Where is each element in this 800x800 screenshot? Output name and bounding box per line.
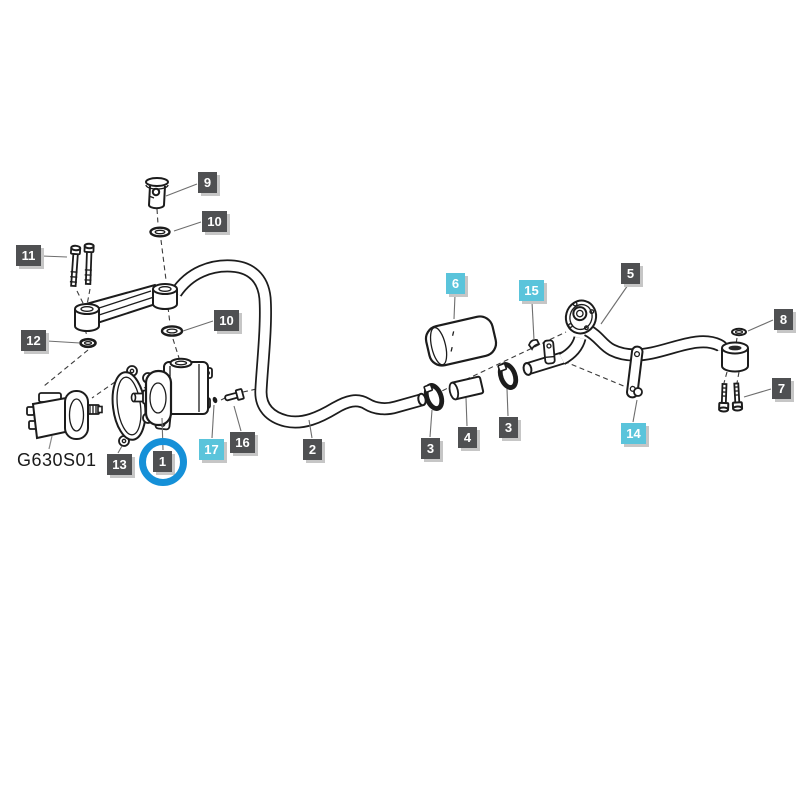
part-tag-8[interactable]: 8 — [774, 309, 793, 330]
part-tag-17[interactable]: 17 — [199, 439, 224, 460]
filter-canister — [424, 315, 498, 367]
hydraulic-pump — [130, 357, 213, 431]
part-tag-12[interactable]: 12 — [21, 330, 46, 351]
o-ring-left — [79, 337, 97, 349]
part-tag-2[interactable]: 2 — [303, 439, 322, 460]
part-tag-7[interactable]: 7 — [772, 378, 791, 399]
pipe-bracket-tab — [542, 339, 556, 365]
suction-pipe-and-hose — [74, 259, 427, 429]
boss-bolts — [718, 382, 744, 413]
part-tag-3-right[interactable]: 3 — [499, 417, 518, 438]
leader-lines — [41, 183, 774, 454]
part-tag-16[interactable]: 16 — [230, 432, 255, 453]
pipe-end-boss — [721, 341, 749, 373]
washer — [731, 327, 747, 337]
hose-clamp-right — [497, 362, 519, 390]
part-tag-5[interactable]: 5 — [621, 263, 640, 284]
part-tag-11[interactable]: 11 — [16, 245, 41, 266]
part-tag-3-left[interactable]: 3 — [421, 438, 440, 459]
pipe-clip — [527, 338, 541, 351]
part-tag-9[interactable]: 9 — [198, 172, 217, 193]
o-ring-middle — [160, 325, 184, 337]
shaft-pin — [224, 388, 245, 402]
shaft-key — [212, 396, 218, 404]
part-tag-4[interactable]: 4 — [458, 427, 477, 448]
connector-tube — [448, 375, 485, 401]
part-tag-6[interactable]: 6 — [446, 273, 465, 294]
filler-plug — [145, 177, 169, 210]
return-pipe-assembly — [522, 299, 749, 413]
part-tag-10-top[interactable]: 10 — [202, 211, 227, 232]
model-code-label: G630S01 — [17, 450, 97, 470]
mounting-bolts — [69, 242, 95, 288]
part-tag-15[interactable]: 15 — [519, 280, 544, 301]
pump-thumbnail — [26, 390, 103, 450]
hose-clamp-left — [423, 383, 445, 411]
part-tag-10-mid[interactable]: 10 — [214, 310, 239, 331]
highlight-circle — [139, 438, 187, 486]
support-strap — [626, 345, 644, 399]
pipe-flange — [564, 299, 598, 335]
part-tag-13[interactable]: 13 — [107, 454, 132, 475]
o-ring-top — [149, 226, 171, 238]
part-tag-14[interactable]: 14 — [621, 423, 646, 444]
